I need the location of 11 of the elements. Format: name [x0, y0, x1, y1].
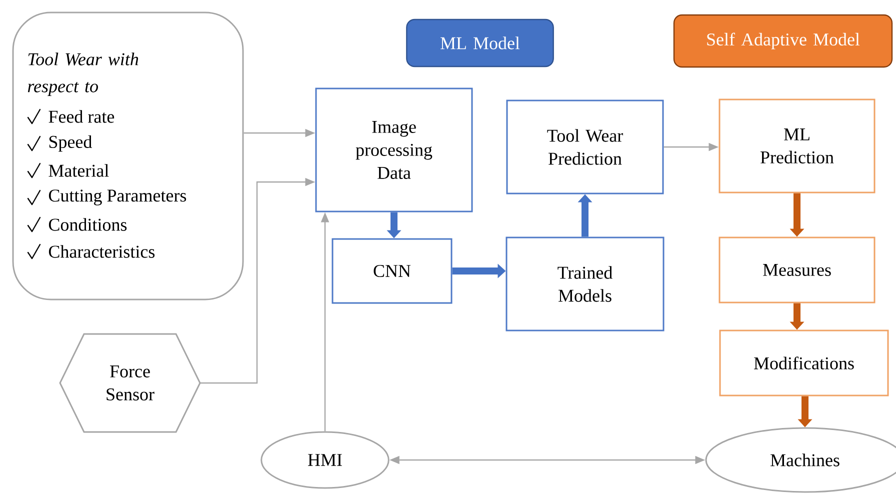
process-box: Measures: [718, 236, 876, 304]
process-box: Trained Models: [506, 236, 664, 332]
header-band: ML Model: [406, 18, 554, 68]
header-band: Self Adaptive Model: [673, 14, 893, 68]
sensor-hexagon: Force Sensor: [59, 333, 201, 433]
process-box: ML Prediction: [718, 98, 876, 194]
process-box: Image processing Data: [315, 88, 473, 212]
list-box: Tool Wear with respect to Feed rate Speed Material Cutting Parameters Conditions Characteristics: [12, 12, 244, 300]
process-box: Tool Wear Prediction: [506, 100, 664, 194]
process-box: CNN: [332, 238, 452, 304]
process-box: Modifications: [719, 330, 889, 396]
